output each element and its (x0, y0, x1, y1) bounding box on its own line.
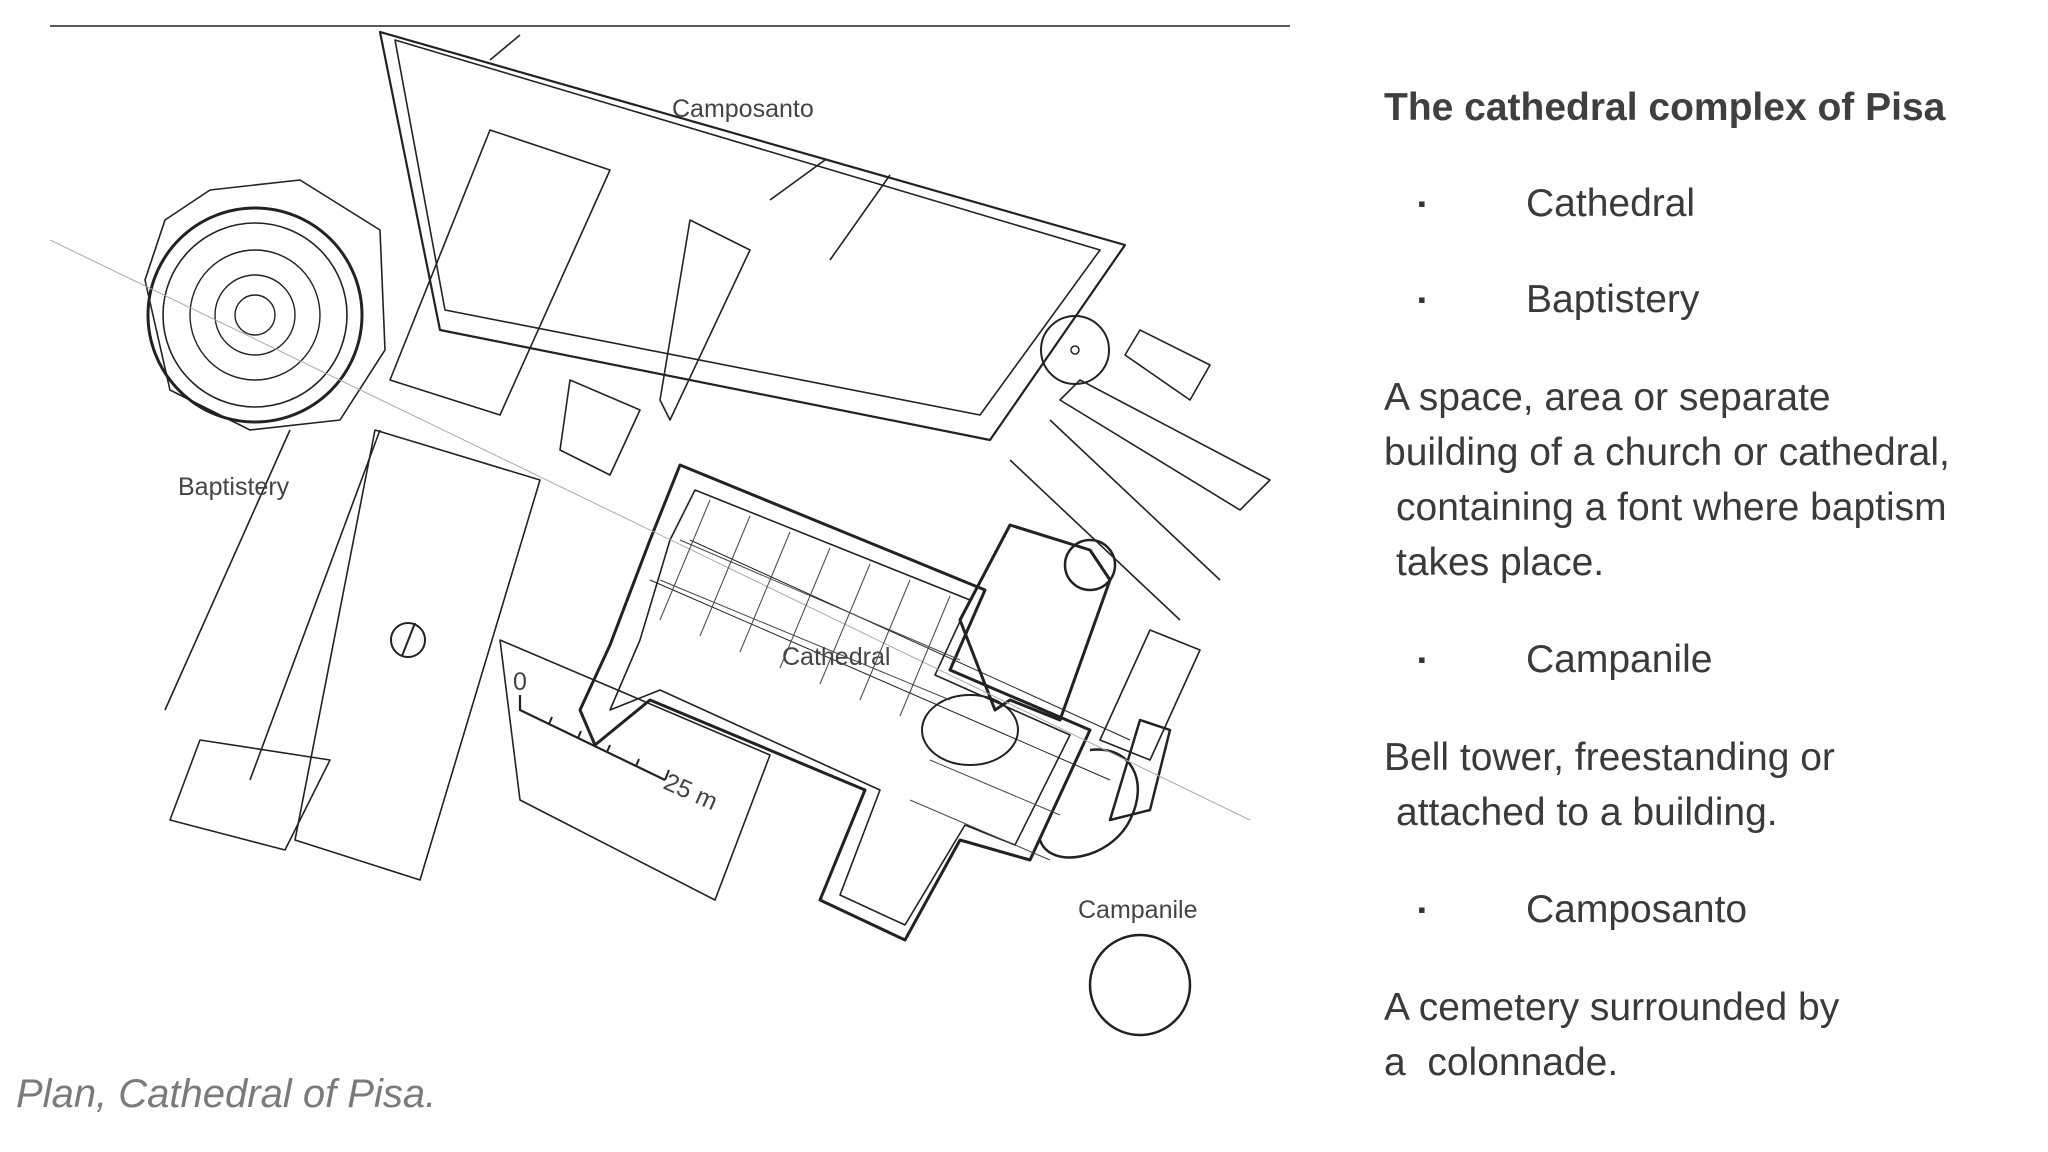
scale-label-zero: 0 (513, 668, 527, 696)
plan-label-baptistery: Baptistery (178, 473, 290, 501)
campanile-circle (1088, 933, 1192, 1037)
bullet-label: Campanile (1526, 638, 1713, 681)
north-arrow-icon (390, 622, 426, 658)
description-line: A cemetery surrounded by (1384, 986, 1840, 1029)
description-line: building of a church or cathedral, (1384, 431, 1950, 474)
bullet-baptistery: ▪ Baptistery (1384, 274, 2004, 326)
scale-bar (518, 695, 666, 781)
description-line: takes place. (1396, 541, 1605, 584)
description-line: A space, area or separate (1384, 376, 1831, 419)
figure-caption: Plan, Cathedral of Pisa. (16, 1072, 437, 1116)
baptistery-enclosure (144, 179, 386, 431)
description-line: containing a font where baptism (1396, 486, 1947, 529)
bullet-square-icon: ▪ (1418, 897, 1426, 922)
baptistery-outer-ring (146, 206, 364, 424)
baptistery-description: A space, area or separate building of a … (1384, 370, 2004, 590)
bullet-label: Cathedral (1526, 182, 1696, 225)
plan-label-camposanto: Camposanto (672, 95, 814, 123)
bullet-label: Baptistery (1526, 278, 1700, 321)
description-line: Bell tower, freestanding or (1384, 736, 1835, 779)
bullet-label: Camposanto (1526, 888, 1748, 931)
bullet-camposanto: ▪ Camposanto (1384, 884, 2004, 936)
description-line: attached to a building. (1396, 791, 1778, 834)
campanile-description: Bell tower, freestanding or attached to … (1384, 730, 2004, 840)
plan-label-cathedral: Cathedral (782, 643, 890, 671)
camposanto-outline (378, 30, 1127, 442)
bullet-square-icon: ▪ (1418, 287, 1426, 312)
scale-label-length: 25 m (660, 768, 722, 816)
slide-title: The cathedral complex of Pisa (1384, 86, 1946, 129)
plan-label-campanile: Campanile (1078, 896, 1198, 924)
bullet-cathedral: ▪ Cathedral (1384, 178, 2004, 230)
camposanto-description: A cemetery surrounded by a colonnade. (1384, 980, 2004, 1090)
cathedral-plan-drawing: Camposanto Baptistery Cathedral Campanil… (50, 20, 1290, 1060)
bullet-square-icon: ▪ (1418, 647, 1426, 672)
camposanto-inner (394, 39, 1101, 416)
notes-panel: The cathedral complex of Pisa ▪ Cathedra… (1384, 82, 2004, 1134)
description-line: a colonnade. (1384, 1041, 1619, 1084)
cathedral-outline (578, 463, 1092, 942)
bullet-campanile: ▪ Campanile (1384, 634, 2004, 686)
bullet-square-icon: ▪ (1418, 191, 1426, 216)
cathedral-transept (958, 523, 1112, 722)
